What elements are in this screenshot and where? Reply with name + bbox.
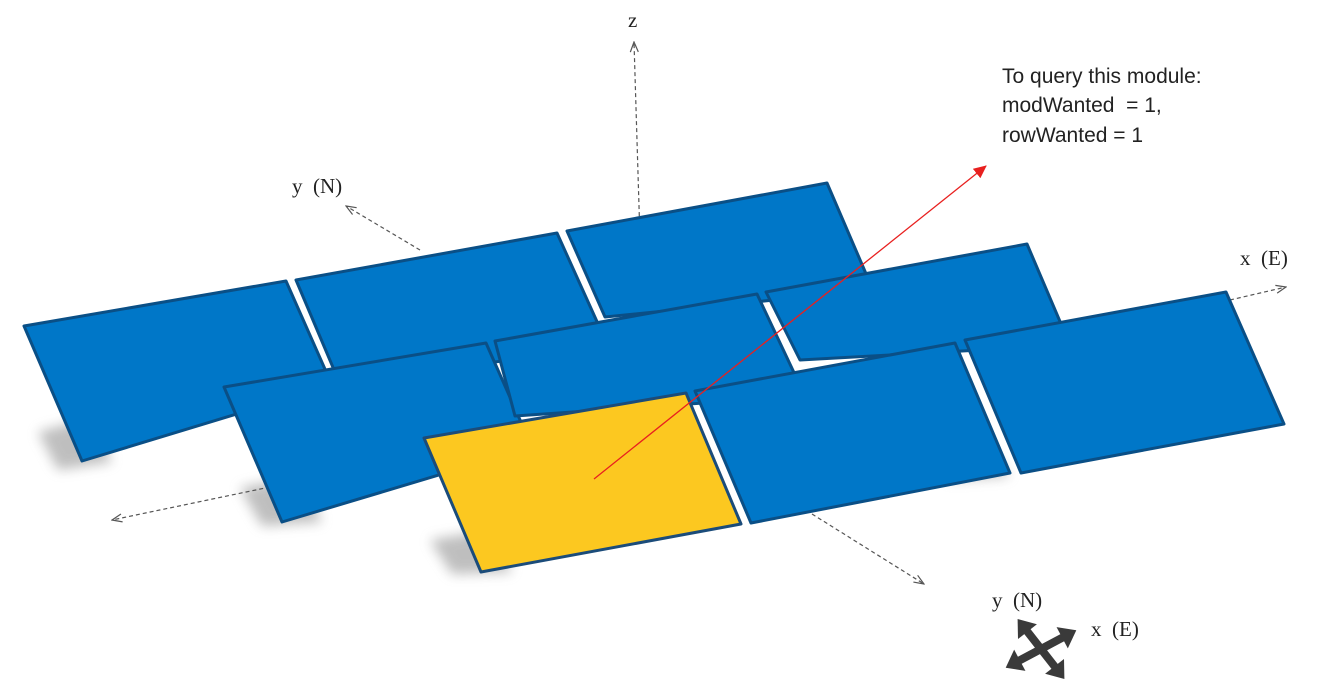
compass: y (N) x (E) bbox=[992, 588, 1139, 679]
query-annotation: To query this module: modWanted = 1, row… bbox=[1002, 65, 1202, 147]
x-axis-label: x (E) bbox=[1240, 246, 1288, 270]
x-axis-line bbox=[1229, 287, 1286, 301]
annotation-line-1: To query this module: bbox=[1002, 65, 1202, 88]
y-axis-line bbox=[346, 206, 421, 251]
y-axis-label: y (N) bbox=[292, 174, 342, 198]
neg-y-axis-line bbox=[811, 513, 924, 584]
compass-x-label: x (E) bbox=[1091, 617, 1139, 641]
annotation-line-3: rowWanted = 1 bbox=[1002, 124, 1143, 147]
annotation-line-2: modWanted = 1, bbox=[1002, 94, 1162, 117]
module-row-front bbox=[422, 290, 1286, 574]
module-front-2 bbox=[693, 341, 1012, 525]
query-ray bbox=[593, 165, 987, 480]
z-axis-line bbox=[634, 42, 645, 371]
z-axis-label: z bbox=[628, 8, 637, 32]
compass-arrows-icon bbox=[1005, 619, 1077, 679]
module-front-3 bbox=[963, 290, 1286, 475]
module-front-1-selected bbox=[422, 391, 743, 574]
axes bbox=[112, 42, 1286, 584]
compass-y-label: y (N) bbox=[992, 588, 1042, 612]
module-row-back bbox=[22, 181, 875, 463]
neg-x-axis-line bbox=[112, 486, 271, 520]
